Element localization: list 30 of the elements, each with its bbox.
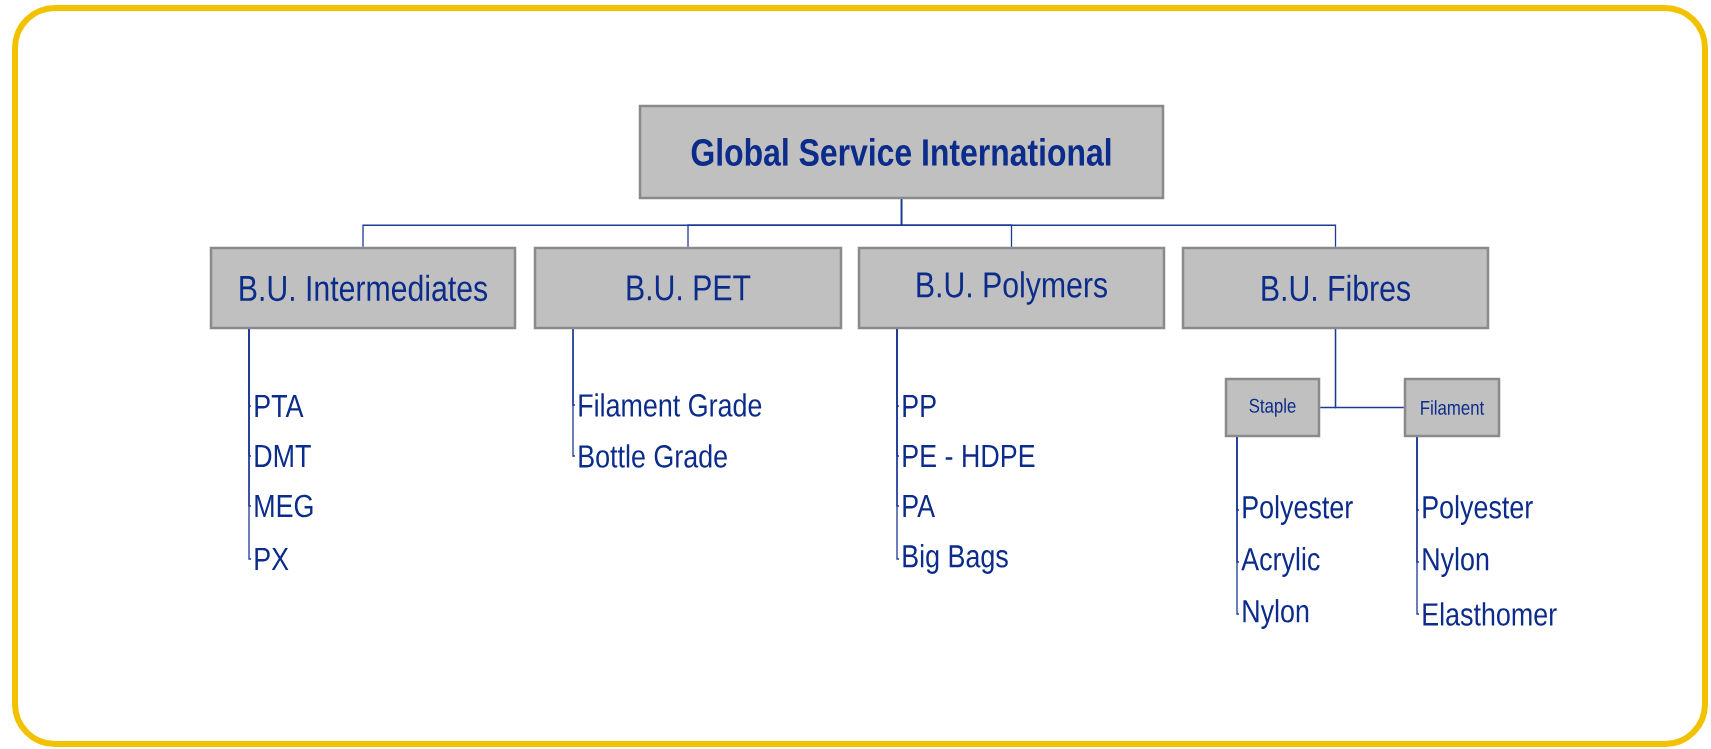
- connector-line: [900, 198, 1337, 248]
- connector-line: [1416, 436, 1420, 615]
- item-text: Bottle Grade: [579, 444, 727, 468]
- item-text: PE - HDPE: [903, 445, 1035, 467]
- connector-line: [1334, 328, 1405, 409]
- item-text: MEG: [255, 494, 313, 518]
- item-text: Nylon: [1423, 547, 1489, 577]
- unit-box: B.U. Fibres: [1181, 246, 1490, 330]
- item-text: Polyester: [1243, 495, 1353, 525]
- group-box: Filament: [1403, 377, 1501, 438]
- connector-line: [572, 328, 576, 457]
- unit-box: B.U. Intermediates: [209, 246, 517, 330]
- item-text: PP: [903, 395, 936, 417]
- connector-line: [896, 328, 900, 560]
- item-text: PA: [903, 495, 936, 517]
- group-box: Staple: [1224, 377, 1321, 438]
- item-text: DMT: [255, 445, 311, 467]
- item-text: Elasthomer: [1423, 602, 1557, 626]
- item-text: Filament Grade: [579, 393, 762, 417]
- item-text: PTA: [255, 395, 304, 417]
- item-text: Big Bags: [903, 544, 1008, 574]
- connector-line: [1236, 436, 1240, 615]
- item-text: Polyester: [1423, 495, 1533, 525]
- unit-box: B.U. Polymers: [857, 246, 1166, 330]
- item-text: Acrylic: [1241, 547, 1320, 577]
- connector-line: [248, 328, 252, 560]
- unit-box: B.U. PET: [533, 246, 843, 330]
- org-box: Global Service International: [638, 104, 1165, 200]
- item-text: PX: [255, 548, 289, 570]
- item-text: Nylon: [1243, 599, 1309, 629]
